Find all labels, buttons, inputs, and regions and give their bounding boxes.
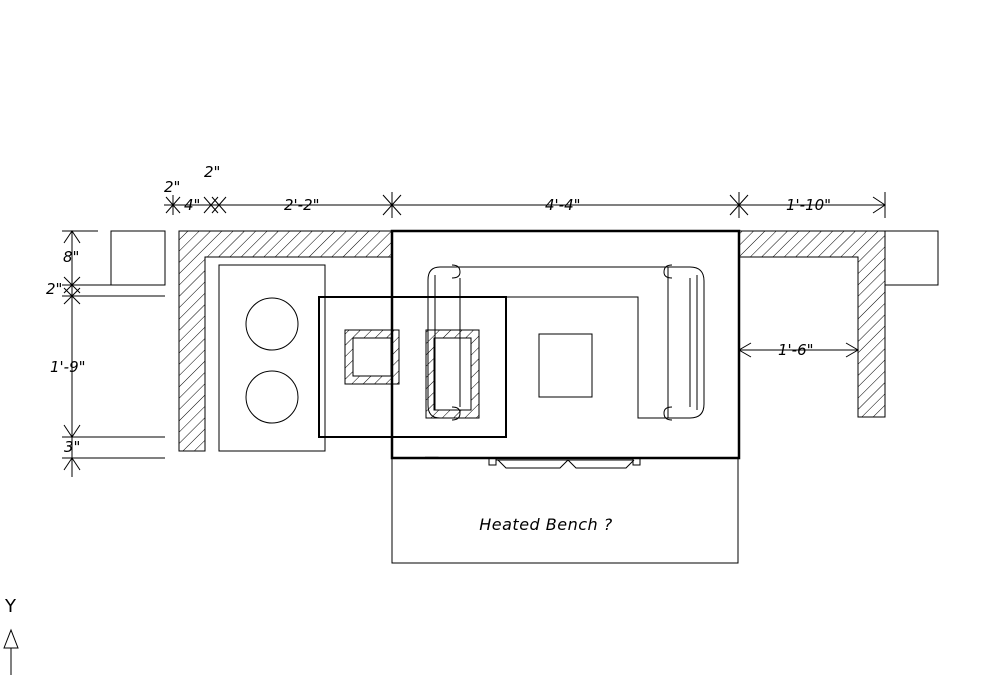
heater-detail — [488, 457, 641, 469]
stove-burner-top — [245, 297, 299, 351]
dim-top-2in-b: 2" — [204, 163, 220, 181]
ucs-icon — [3, 628, 19, 675]
dim-top-1ft10in: 1'-10" — [786, 196, 831, 214]
dim-top-4in: 4" — [184, 196, 200, 214]
left-dimension-line — [62, 230, 165, 477]
ucs-axis-label: Y — [4, 596, 17, 617]
inner-dimension-line — [738, 342, 859, 358]
dim-inner-1ft6in: 1'-6" — [778, 341, 814, 359]
wall-block-right — [884, 230, 939, 286]
dim-left-8in: 8" — [63, 248, 79, 266]
wall-left — [178, 230, 393, 452]
overlay-frame — [318, 296, 507, 438]
dim-top-2ft2in: 2'-2" — [284, 196, 320, 214]
main-box — [390, 229, 741, 460]
tub-outline — [427, 264, 705, 421]
heated-bench-label: Heated Bench ? — [479, 515, 613, 534]
stove-burner-bottom — [245, 370, 299, 424]
wall-right — [738, 230, 886, 418]
hatched-frame-2 — [425, 329, 480, 419]
dim-top-2in-a: 2" — [164, 178, 180, 196]
dim-left-3in: 3" — [64, 438, 80, 456]
wall-block-left — [110, 230, 166, 286]
heated-bench — [391, 457, 739, 564]
dim-top-4ft4in: 4'-4" — [545, 196, 581, 214]
tiny-annotation: _________ — [424, 453, 439, 457]
center-square — [538, 333, 593, 398]
stove-body — [218, 264, 326, 452]
top-dimension-line — [164, 192, 886, 218]
dim-left-2in: 2" — [46, 280, 62, 298]
dim-left-1ft9in: 1'-9" — [50, 358, 86, 376]
stove — [218, 264, 326, 452]
